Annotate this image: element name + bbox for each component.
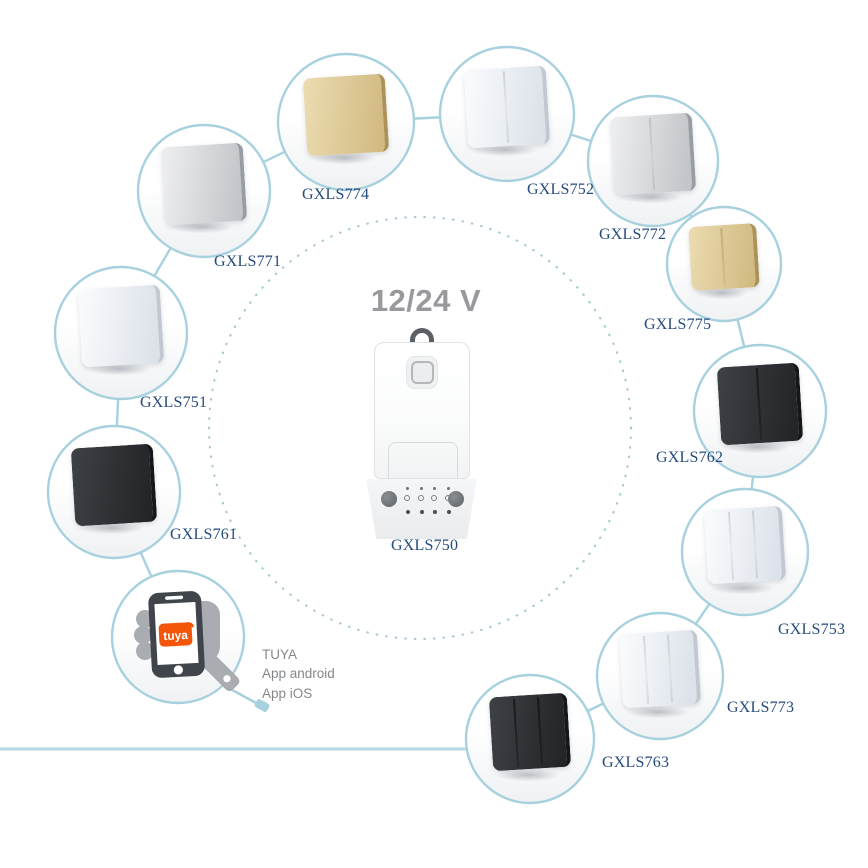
tuya-arrow-cap (254, 699, 270, 712)
tuya-app-text: TUYA App android App iOS (262, 647, 335, 701)
receiver-cover-flap (388, 442, 458, 479)
switch-plate-2gang (688, 222, 760, 292)
receiver-button-pad (406, 356, 438, 389)
label-gxls774: GXLS774 (302, 186, 370, 203)
switch-plate-3gang (488, 692, 572, 772)
label-gxls751: GXLS751 (140, 394, 208, 411)
label-gxls772: GXLS772 (599, 226, 667, 243)
label-gxls750: GXLS750 (391, 537, 459, 554)
receiver-hook (410, 328, 434, 343)
label-gxls762: GXLS762 (656, 449, 724, 466)
switch-plate-2gang (716, 362, 804, 446)
dotted-range-circle (207, 215, 633, 641)
tuya-logo-text: tuya (163, 628, 189, 643)
pairing-button (410, 361, 434, 384)
switch-plate-2gang (463, 65, 551, 149)
switch-plate-3gang (618, 629, 702, 709)
switch-plate-1gang (77, 284, 165, 368)
label-gxls771: GXLS771 (214, 253, 282, 270)
switch-plate-1gang (70, 443, 158, 527)
label-gxls773: GXLS773 (727, 699, 795, 716)
product-shadow (711, 581, 775, 595)
terminal-screw-left (381, 491, 397, 507)
label-gxls775: GXLS775 (644, 316, 712, 333)
product-shadow (626, 705, 690, 719)
voltage-label: 12/24 V (370, 283, 482, 318)
switch-plate-1gang (302, 73, 390, 157)
switch-plate-3gang (703, 505, 787, 585)
tuya-app-icon: tuya (134, 591, 240, 692)
label-gxls763: GXLS763 (602, 754, 670, 771)
switch-plate-1gang (160, 142, 248, 226)
label-gxls752: GXLS752 (527, 181, 595, 198)
label-gxls761: GXLS761 (170, 526, 238, 543)
terminal-screw-right (448, 491, 464, 507)
product-shadow (496, 768, 560, 782)
switch-plate-2gang (609, 112, 697, 196)
tuya-logo-badge (158, 622, 193, 647)
phone-icon: tuya (148, 591, 205, 678)
label-gxls753: GXLS753 (778, 621, 846, 638)
